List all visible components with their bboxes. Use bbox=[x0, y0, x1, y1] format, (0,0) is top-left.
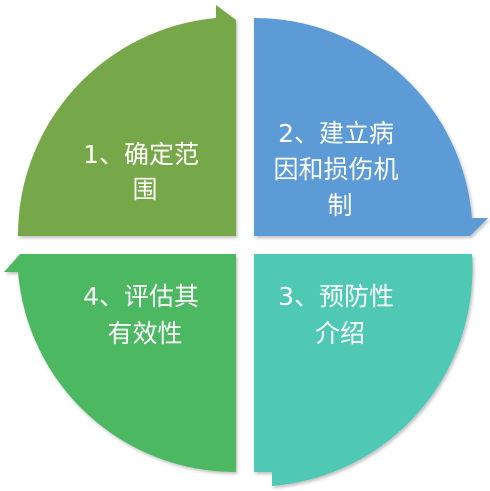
segment-3-prevention-intro bbox=[254, 254, 473, 486]
segment-4-evaluate-effectiveness bbox=[4, 254, 236, 473]
segment-2-shape bbox=[254, 17, 488, 236]
segment-4-shape bbox=[4, 254, 236, 473]
segment-3-shape bbox=[254, 254, 473, 486]
segment-1-line-1: 1、确定范 bbox=[83, 140, 199, 169]
segment-1-shape bbox=[17, 5, 236, 236]
segment-4-line-1: 4、评估其 bbox=[83, 282, 199, 311]
segment-3-line-2: 介绍 bbox=[315, 319, 365, 348]
segment-3-label: 3、预防性 介绍 bbox=[278, 282, 402, 348]
segment-2-establish-mechanism bbox=[254, 17, 488, 236]
segment-4-line-2: 有效性 bbox=[107, 319, 182, 348]
segment-1-determine-scope bbox=[17, 5, 236, 236]
segment-3-line-1: 3、预防性 bbox=[278, 282, 394, 311]
segment-2-line-1: 2、建立病 bbox=[278, 119, 394, 148]
segment-1-label: 1、确定范 围 bbox=[83, 140, 207, 204]
segment-2-label: 2、建立病 因和损伤机 制 bbox=[274, 119, 407, 220]
segment-4-label: 4、评估其 有效性 bbox=[83, 282, 207, 348]
segment-1-line-2: 围 bbox=[132, 175, 157, 204]
segment-2-line-3: 制 bbox=[327, 191, 352, 220]
segment-2-line-2: 因和损伤机 bbox=[274, 155, 399, 184]
